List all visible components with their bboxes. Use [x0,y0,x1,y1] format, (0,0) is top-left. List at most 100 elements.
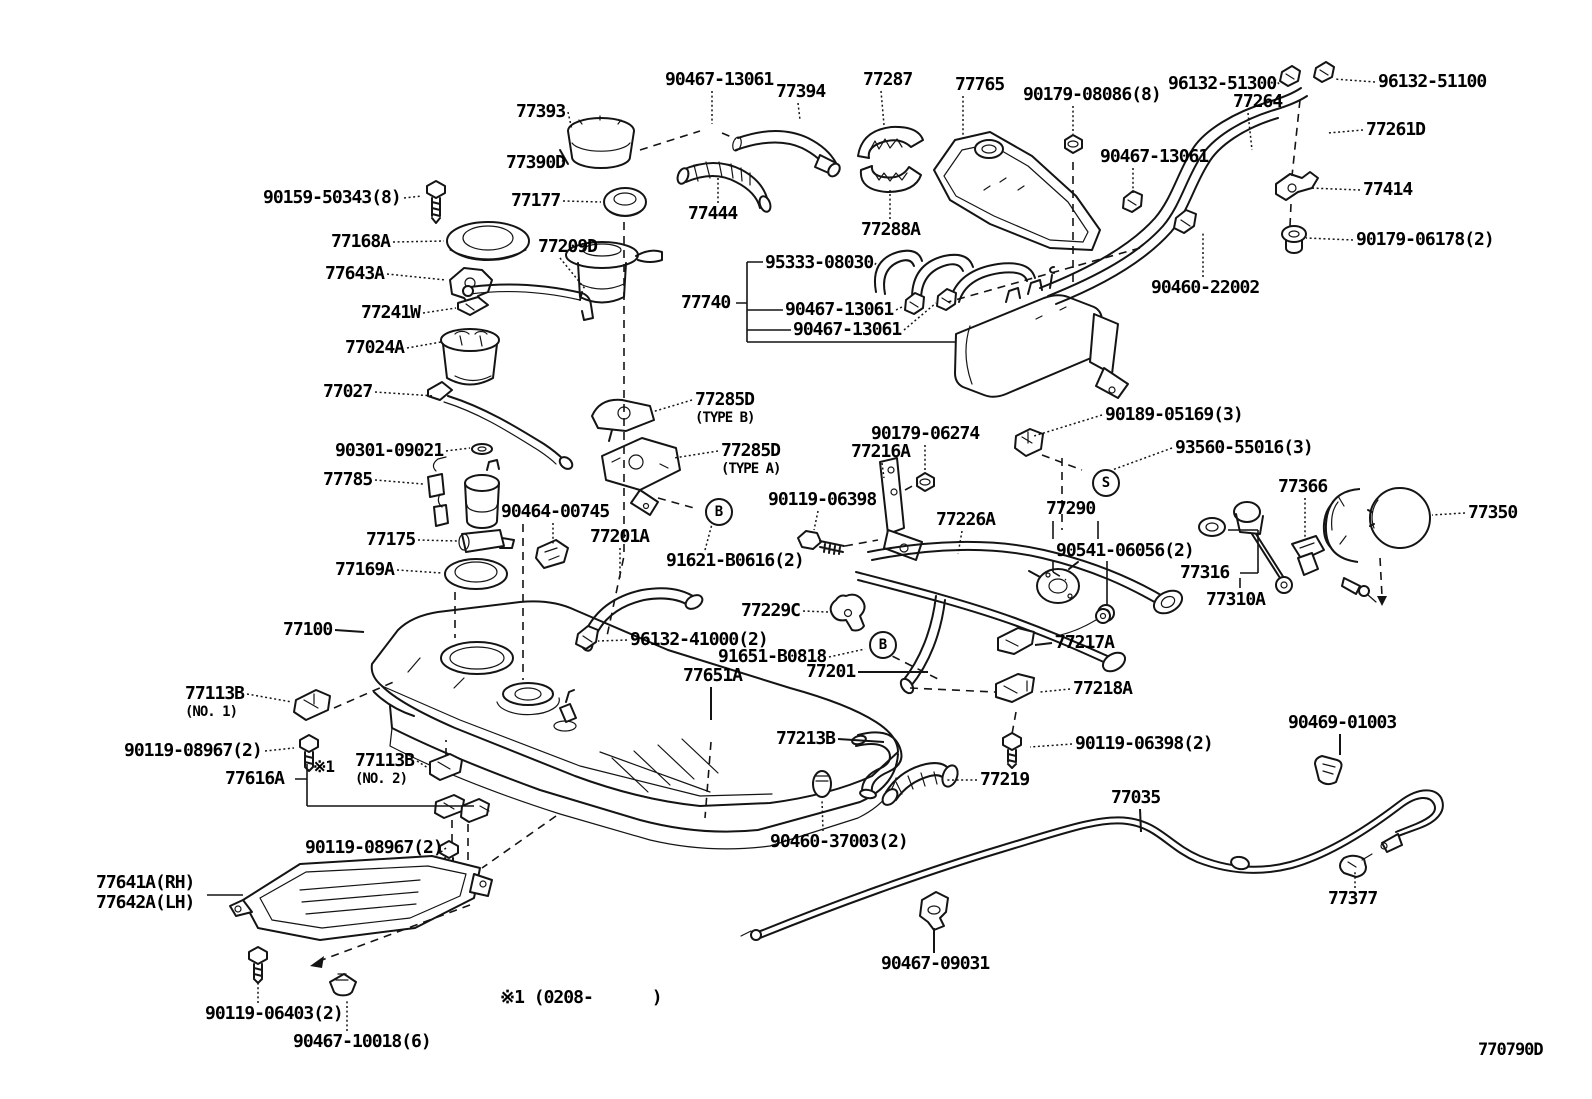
part-label: 77651A [683,665,743,686]
part-label: 91621-B0616(2) [666,550,805,571]
part-label: 77290 [1046,498,1096,519]
nut-90179-06274 [916,472,935,492]
clamp-77113B-no2 [429,753,463,781]
bracket-77217A [997,608,1111,655]
fuel-cap-77350 [1322,487,1431,563]
o-ring-90301 [471,443,493,455]
bolt-drawing-90159 [426,180,446,224]
clamp-90467-13061-c [904,292,925,315]
cap-tether-77310A [1233,501,1293,594]
leader-line [374,391,435,397]
part-label: 77785 [323,469,373,490]
clamp-90467-13061-b [1122,190,1143,213]
part-label: 77209D [538,236,598,257]
bolt-90119-06403 [248,946,268,984]
part-label: 90301-09021 [335,440,444,461]
part-label: 77175 [366,529,416,550]
screw-90467-10018 [329,973,357,997]
leader-line [374,479,424,485]
part-label-sub: (TYPE A) [721,461,781,477]
shield-ring-77287 [857,125,924,193]
clamp-77113B-no1 [293,689,331,721]
part-label: 90460-22002 [1151,277,1260,298]
part-label: 77027 [323,381,373,402]
leader-line [1305,237,1354,241]
part-label: 77201 [806,661,856,682]
footnote: ※1 (0208- ) [500,987,663,1008]
bracket-77218A [995,673,1035,703]
part-label: 77169A [335,559,395,580]
leader-line [597,639,628,642]
sensor-77366 [1291,535,1325,576]
part-label: 77350 [1468,502,1518,523]
leader-line [562,200,602,203]
leader-line [1034,642,1053,646]
part-label: 77285D(TYPE B) [695,389,755,427]
reference-marker: ※1 [313,757,335,776]
part-label: 77201A [590,526,650,547]
part-label: 90179-08086(8) [1023,84,1162,105]
breather-tube-77209D [462,283,594,321]
leader-line [1333,78,1376,83]
clamp-90467-13061-d [936,288,957,311]
inlet-hose-77394 [732,130,841,178]
clamp-77414 [1275,171,1319,201]
breather-pipe-77201 [899,595,946,695]
part-label: 77100 [283,619,333,640]
leader-line [1309,187,1361,191]
leader-line [880,90,885,126]
filler-pipe-77226A [867,540,1184,615]
clamp-pair-77616A [434,794,490,823]
leader-line [957,530,963,555]
pump-bracket-77024A [440,328,500,386]
part-label: 77177 [511,190,561,211]
setting-plate-gasket-77168A [446,221,530,261]
part-label: 90467-13061 [785,299,894,320]
pin-90269 [1341,577,1377,603]
part-label: 90467-10018(6) [293,1031,432,1052]
part-label: 90119-06398(2) [1075,733,1214,754]
leader-line [396,569,443,574]
bolt-90119-06398 [797,530,845,555]
part-label: 77113B(NO. 2) [355,750,415,788]
part-label: 90189-05169(3) [1105,404,1244,425]
clamp-96132-41000 [575,625,599,650]
leader-line [417,539,459,542]
leader-line [567,111,573,131]
leader-line [406,341,442,349]
leader-line [559,159,569,164]
bolt-90119-08967-1 [299,734,319,772]
charcoal-canister-drawing [954,266,1129,399]
leader-line [1111,447,1173,471]
part-label: 77216A [851,441,911,462]
part-label: 90179-06274 [871,423,980,444]
part-label: 90541-06056(2) [1056,540,1195,561]
tank-protector-drawing-77641A [229,855,493,941]
part-label: 77226A [936,509,996,530]
ring-77316 [1198,517,1226,537]
part-label-sub: (NO. 2) [355,771,408,787]
leader-line [673,450,719,459]
leader-line [416,760,429,769]
part-label: 77219 [980,769,1030,790]
leader-line [821,799,824,832]
part-label: 77261D [1366,119,1426,140]
part-label: 90460-37003(2) [770,831,909,852]
part-label: 77616A [225,768,285,789]
check-valve-90464 [535,539,569,569]
part-label: 90464-00745 [501,501,610,522]
assembly-dashed-lines [310,99,1387,968]
bracket-77285D-typeA [601,437,681,516]
emission-pipes-77264 [1039,87,1308,305]
leader-line [392,240,445,243]
bolt-90119-06398-2 [1002,732,1022,769]
part-label: 90467-13061 [665,69,774,90]
leader-line [246,693,293,703]
leader-line [1033,414,1103,437]
part-label: 77394 [776,81,826,102]
nut-90179-08086 [1064,134,1083,154]
part-label: 77217A [1055,632,1115,653]
emission-pipes-lower [855,571,1127,673]
corrugated-hose-77444 [676,161,772,213]
